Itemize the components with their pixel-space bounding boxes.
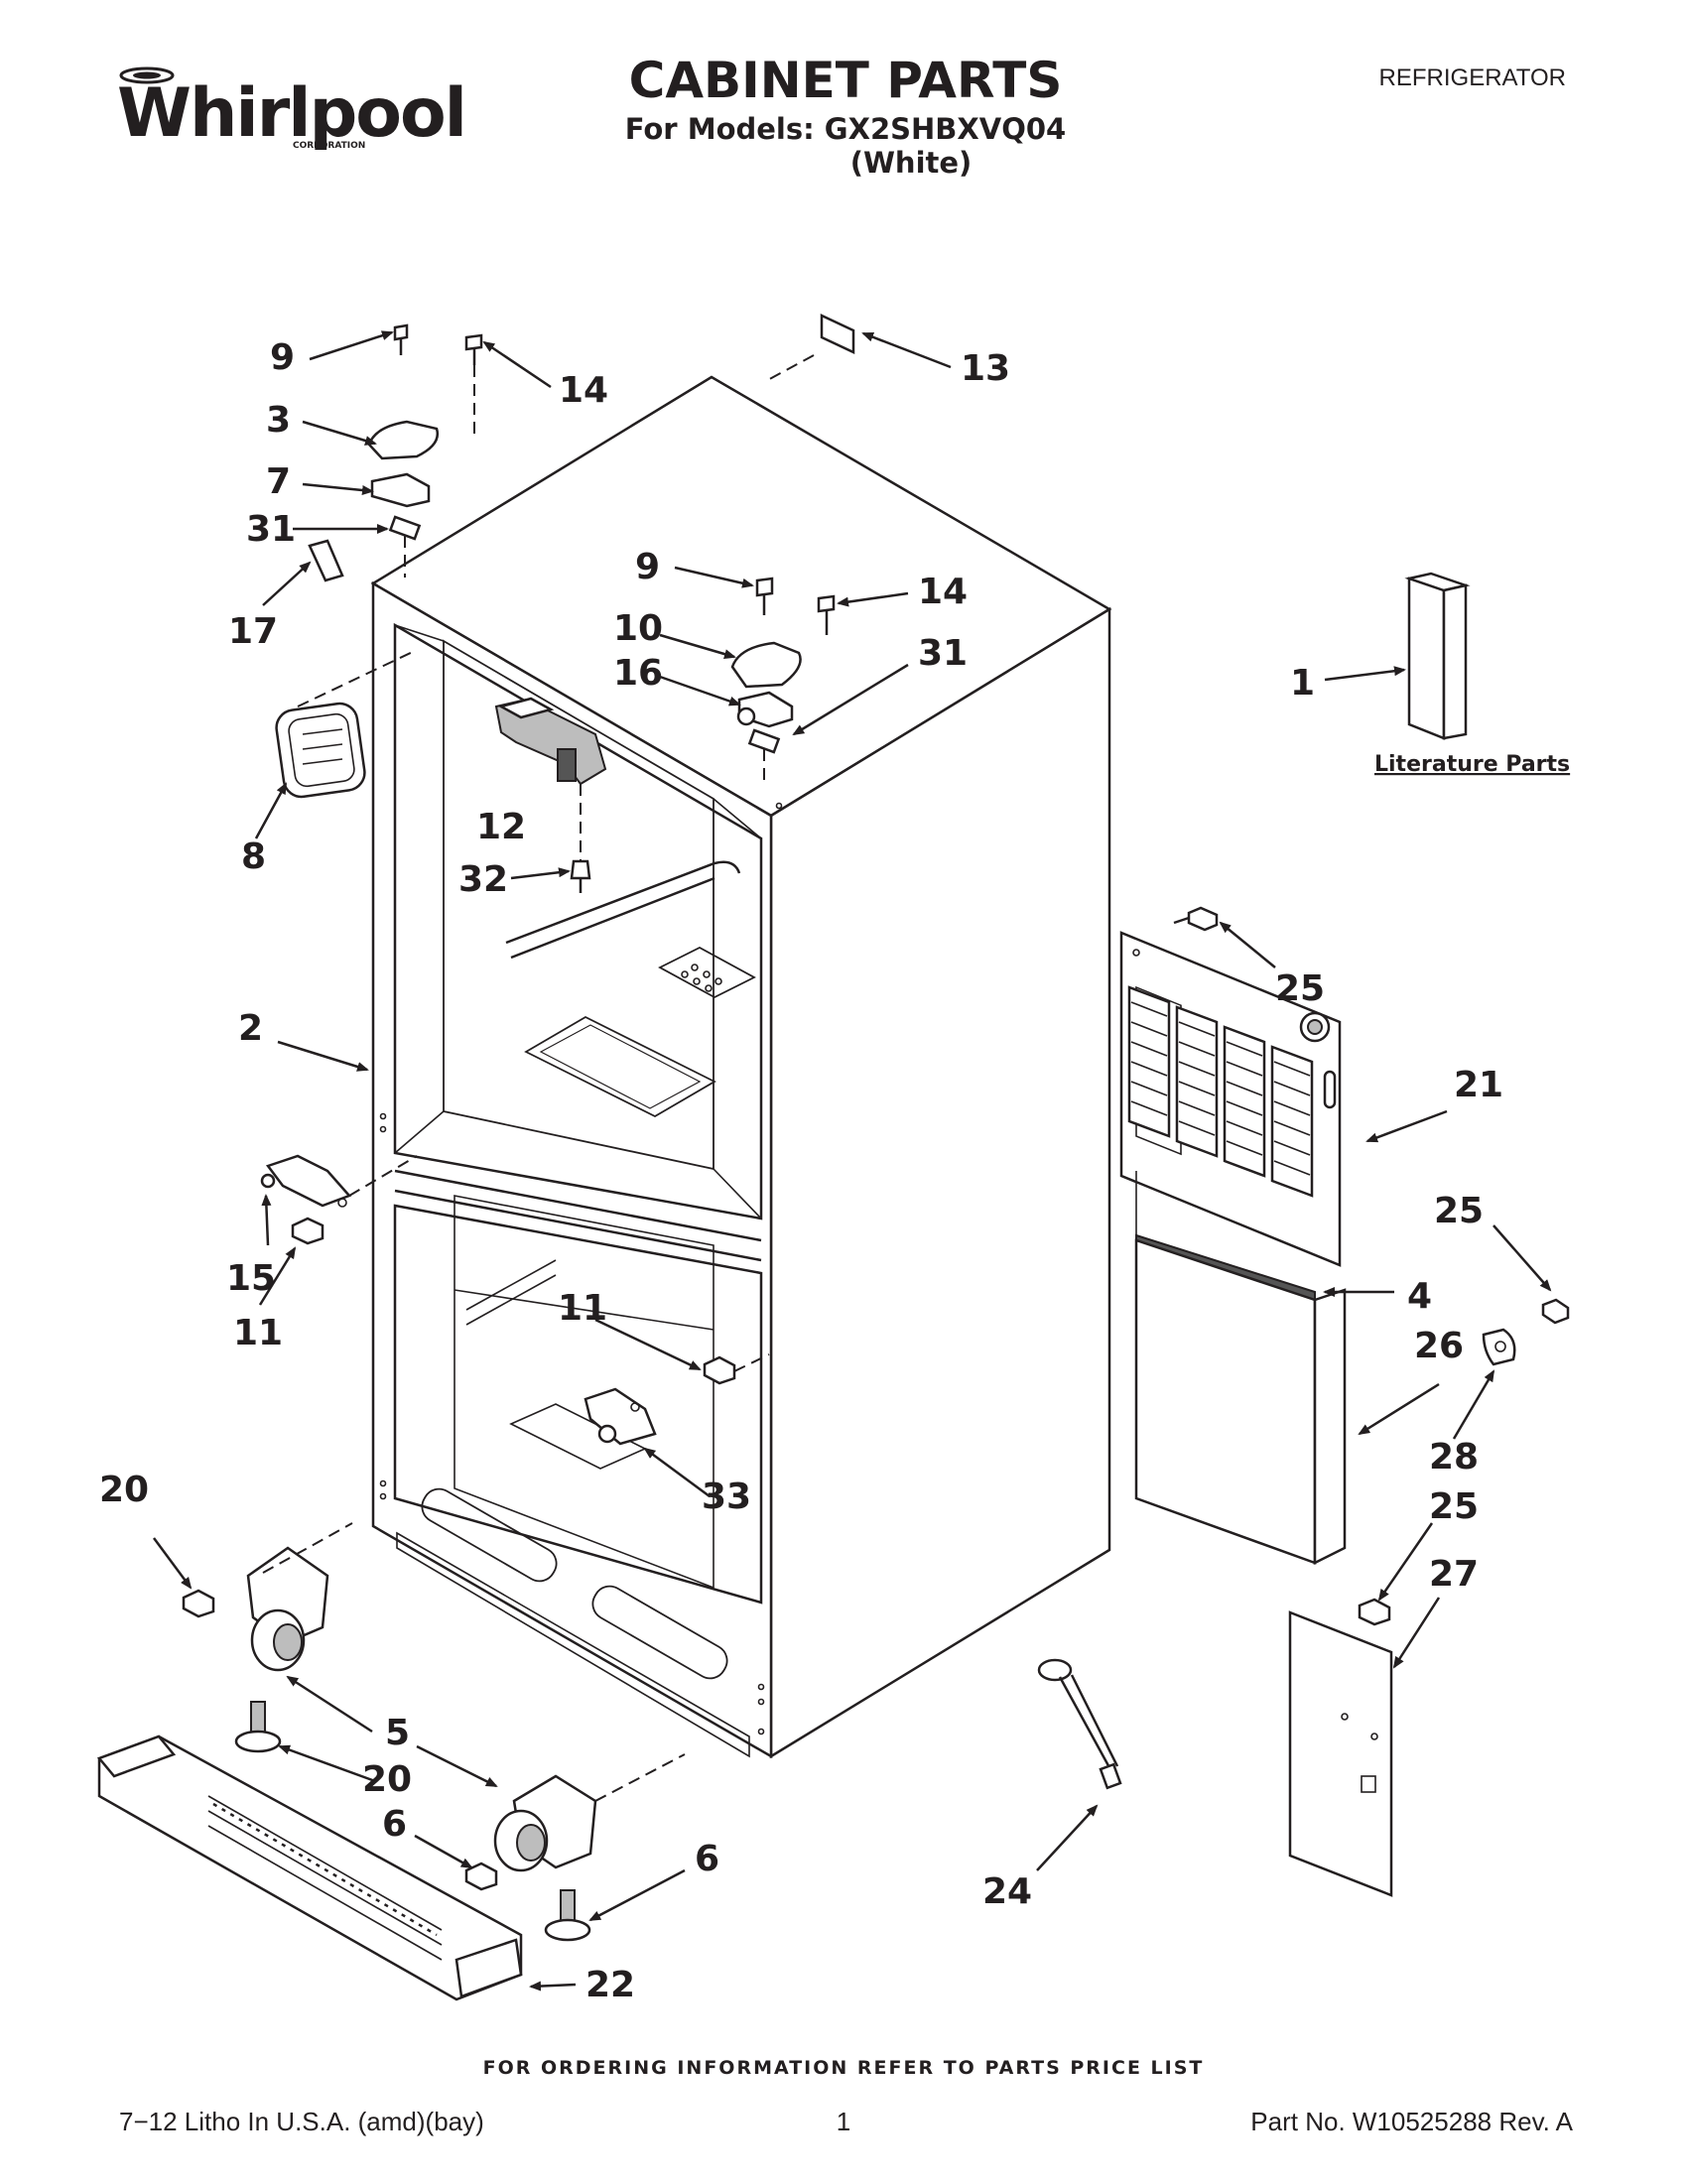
callout-15: 15 (226, 1258, 276, 1299)
page-title: CABINET PARTS (629, 52, 1063, 109)
callout-21: 21 (1454, 1065, 1503, 1105)
rear-grille-panel (1119, 931, 1342, 1267)
callout-32: 32 (458, 859, 508, 900)
literature-label: Literature Parts (1374, 752, 1570, 777)
screw-20-left (182, 1589, 215, 1618)
insulation-panel (1134, 1171, 1347, 1566)
callout-27: 27 (1429, 1554, 1479, 1595)
callout-labels: 9 14 3 7 31 17 13 9 14 10 16 31 1 Litera… (99, 337, 1570, 2005)
callout-16: 16 (613, 653, 663, 694)
category-label: REFRIGERATOR (1379, 64, 1566, 91)
screw-20-right (464, 1862, 498, 1891)
callout-13: 13 (961, 348, 1010, 389)
callout-10: 10 (613, 608, 663, 649)
callout-33: 33 (702, 1477, 751, 1517)
color-line: (White) (850, 146, 973, 180)
callout-8: 8 (241, 836, 266, 877)
tool-part (1037, 1658, 1122, 1790)
callout-5: 5 (385, 1713, 410, 1753)
left-top-hinge-assembly (367, 323, 483, 578)
callout-31: 31 (246, 509, 296, 550)
ordering-note: FOR ORDERING INFORMATION REFER TO PARTS … (483, 2057, 1205, 2079)
access-panel (1288, 1610, 1393, 1897)
label-part (820, 314, 855, 354)
callout-17: 17 (228, 611, 278, 652)
callout-22: 22 (585, 1965, 635, 2005)
callout-6: 6 (695, 1839, 719, 1879)
callout-9: 9 (270, 337, 295, 378)
cabinet-drawing (370, 375, 1112, 1759)
models-line: For Models: GX2SHBXVQ04 (625, 112, 1066, 146)
litho-info: 7−12 Litho In U.S.A. (amd)(bay) (119, 2107, 484, 2136)
callout-12: 12 (476, 807, 526, 847)
brand-logo: Whirlpool CORPORATION (117, 66, 467, 153)
callout-9: 9 (635, 547, 660, 587)
clamp-part (1482, 1328, 1516, 1366)
screw-11-center (703, 1355, 736, 1385)
callout-14: 14 (559, 370, 608, 411)
leveler-right (544, 1889, 591, 1942)
callout-3: 3 (266, 400, 291, 441)
callout-11: 11 (558, 1288, 607, 1329)
leveler-left (234, 1701, 282, 1753)
part-number: Part No. W10525288 Rev. A (1250, 2107, 1573, 2136)
roller-right (493, 1774, 597, 1872)
callout-7: 7 (266, 461, 291, 502)
callout-6: 6 (382, 1804, 407, 1845)
screw-25-mid (1541, 1298, 1570, 1325)
callout-28: 28 (1429, 1437, 1479, 1477)
middle-hinge-left (260, 1154, 352, 1245)
base-grille (96, 1734, 523, 2001)
callout-20: 20 (99, 1470, 149, 1510)
callout-11: 11 (233, 1313, 283, 1353)
brand-wordmark: Whirlpool (117, 74, 465, 153)
tape-part (308, 539, 344, 582)
callout-2: 2 (238, 1008, 263, 1049)
callout-25: 25 (1275, 968, 1325, 1009)
callout-25: 25 (1434, 1191, 1484, 1231)
right-top-hinge-assembly (730, 577, 836, 784)
screw-25-top (1187, 906, 1219, 932)
callout-20: 20 (362, 1759, 412, 1800)
middle-hinge-right (584, 1387, 657, 1446)
callout-31: 31 (918, 633, 968, 674)
screw-32 (570, 784, 591, 893)
page-number: 1 (837, 2107, 850, 2136)
literature-book (1404, 572, 1471, 740)
callout-25: 25 (1429, 1486, 1479, 1527)
filter-cover-part (275, 702, 366, 799)
callout-24: 24 (982, 1871, 1032, 1912)
brand-subtitle: CORPORATION (293, 141, 365, 151)
callout-26: 26 (1414, 1326, 1464, 1366)
callout-4: 4 (1407, 1276, 1432, 1317)
roller-left (246, 1546, 329, 1672)
screw-25-low (1358, 1598, 1391, 1626)
callout-1: 1 (1290, 663, 1315, 704)
callout-14: 14 (918, 572, 968, 612)
callout-arrows (152, 330, 1552, 1991)
